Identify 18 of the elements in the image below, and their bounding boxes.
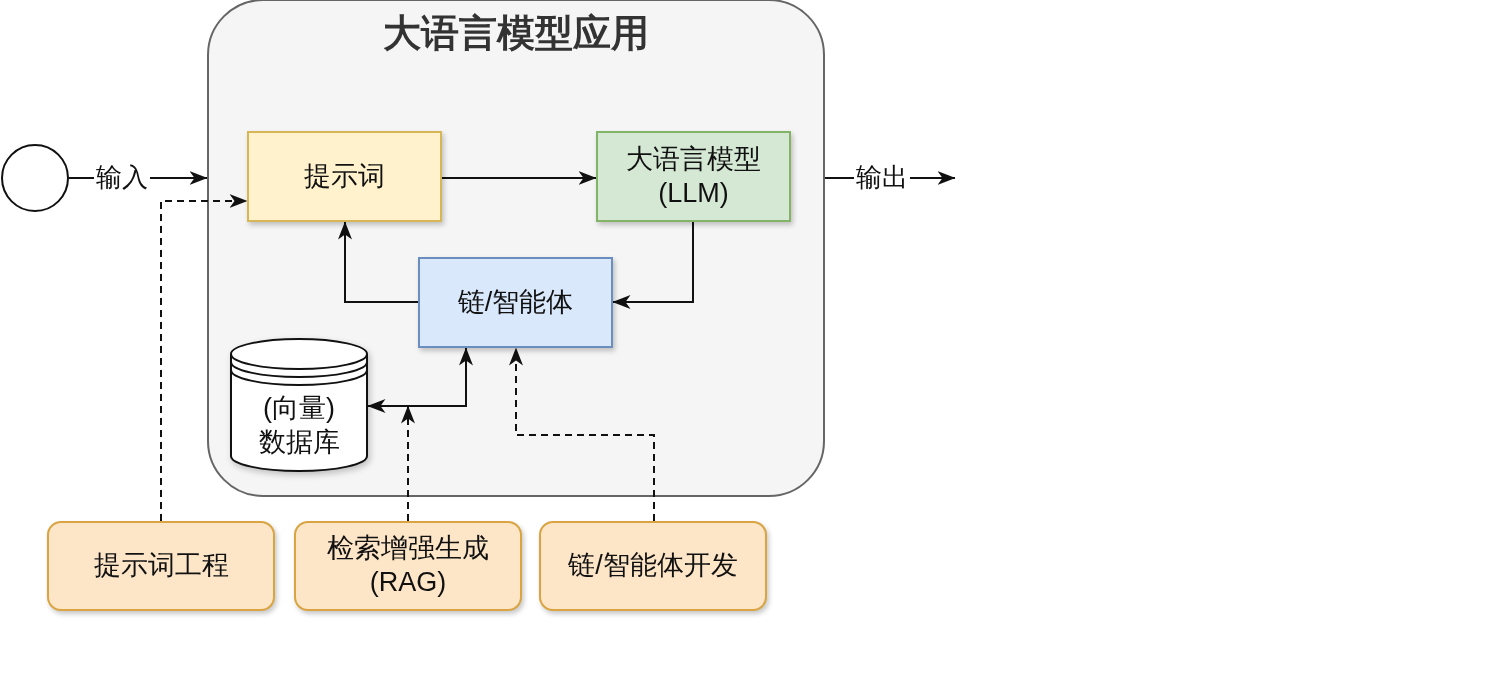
rounded-box: 提示词工程: [47, 521, 275, 611]
database-cylinder: (向量)数据库: [230, 338, 368, 473]
rounded-box: 链/智能体开发: [539, 521, 767, 611]
process-box: 链/智能体: [418, 257, 613, 348]
panel-title: 大语言模型应用: [383, 11, 649, 56]
double-arrow: [367, 347, 473, 413]
rounded-box: 检索增强生成(RAG): [294, 521, 522, 611]
process-box: 大语言模型(LLM): [596, 131, 791, 222]
arrow: [338, 221, 419, 303]
arrow: [68, 171, 208, 185]
arrow: [441, 171, 597, 185]
process-box: 提示词: [247, 131, 442, 222]
rounded-panel: [207, 0, 825, 497]
dashed-arrow: [401, 405, 415, 522]
arrow: [824, 171, 956, 185]
dashed-arrow: [509, 347, 655, 522]
arrow: [612, 221, 694, 309]
dashed-arrow: [160, 194, 248, 522]
